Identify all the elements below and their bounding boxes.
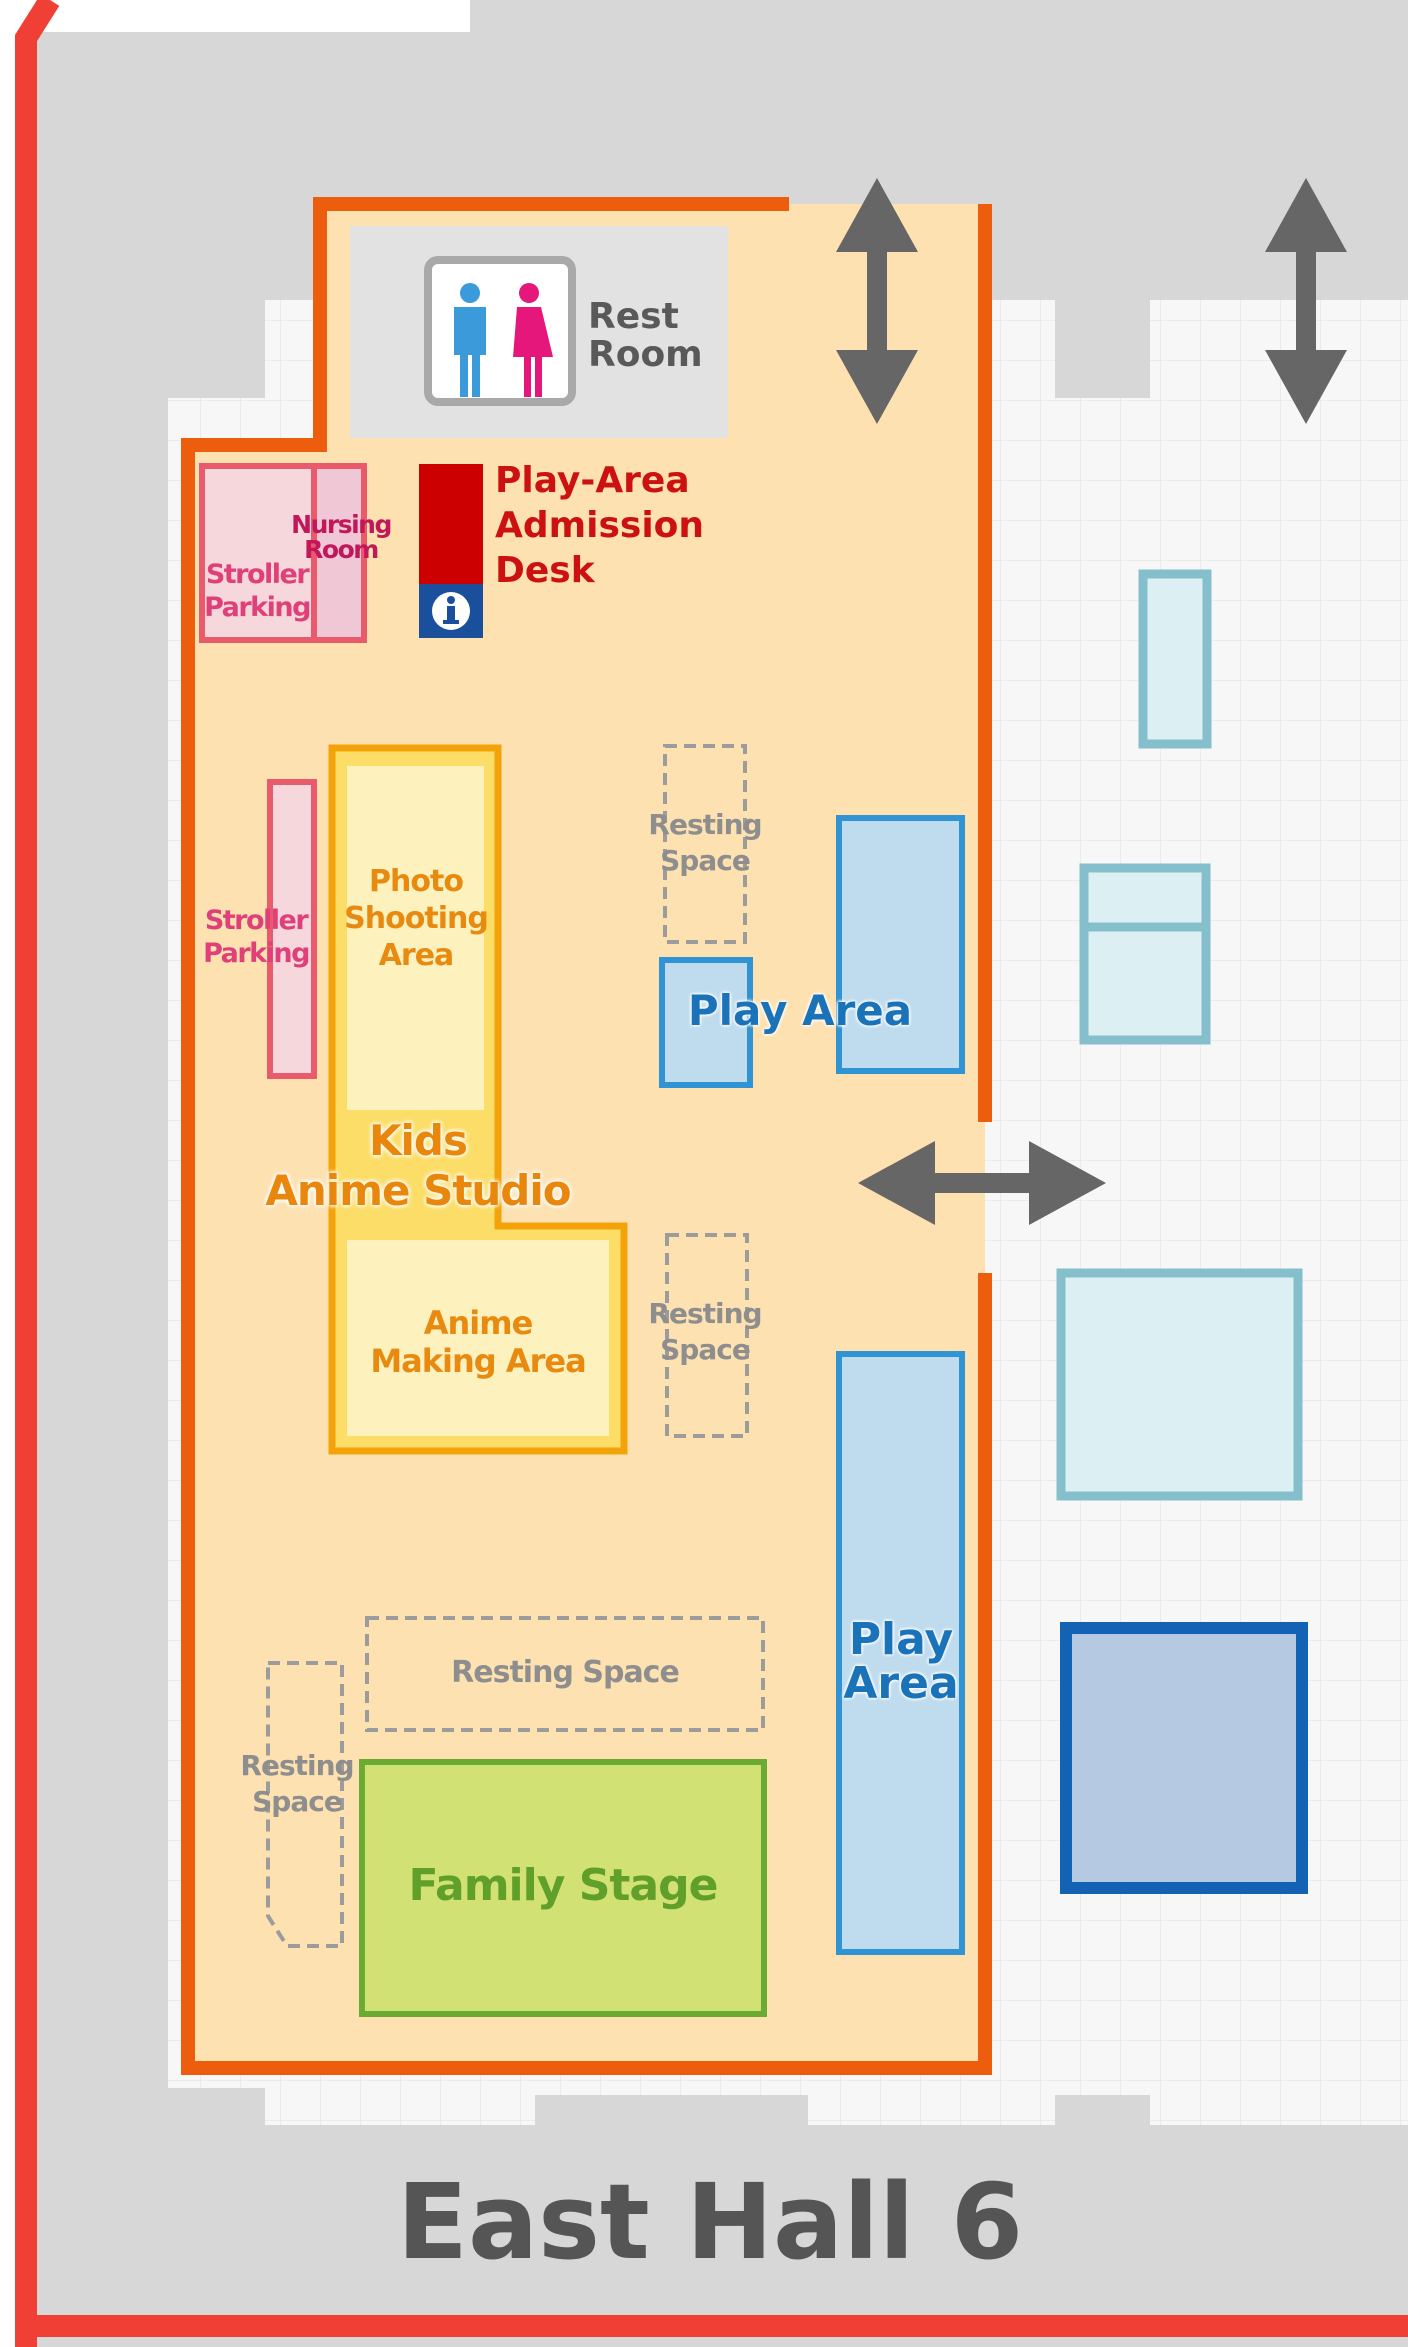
photo-area-line1: Photo — [369, 864, 464, 899]
double-arrow-vertical-icon — [1265, 178, 1347, 424]
resting-space-bottom-left-label: Resting Space — [232, 1748, 362, 1820]
stroller-parking-mid-label: Stroller Parking — [200, 904, 312, 970]
restroom-icon — [424, 256, 576, 406]
resting-space-middle-line2: Space — [660, 1333, 751, 1366]
stroller-parking-top-label: Stroller Parking — [202, 558, 312, 624]
family-stage-label: Family Stage — [408, 1860, 719, 1911]
resting-space-upper-label: Resting Space — [640, 807, 770, 879]
restroom-label: Rest Room — [588, 298, 703, 374]
stroller-parking-mid-line2: Parking — [203, 938, 310, 969]
kids-zone — [188, 204, 985, 2068]
anime-making-area-box — [347, 1240, 609, 1436]
photo-area-label: Photo Shooting Area — [334, 863, 498, 974]
restroom-label-line1: Rest — [588, 296, 679, 337]
photo-area-line3: Area — [378, 938, 455, 973]
booth-c — [1056, 1268, 1303, 1501]
resting-space-middle-label: Resting Space — [640, 1296, 770, 1368]
kids-anime-studio-label: Kids Anime Studio — [248, 1116, 588, 1216]
double-arrow-vertical-icon — [836, 178, 918, 424]
kids-anime-studio-line2: Anime Studio — [265, 1166, 571, 1215]
family-stage-box — [359, 1759, 767, 2017]
kids-zone-wall — [181, 197, 992, 2075]
stroller-parking-mid-box — [267, 779, 317, 1079]
play-area-lower-line1: Play — [848, 1614, 954, 1665]
admission-desk-block — [419, 464, 483, 584]
nursing-room-box — [311, 463, 367, 643]
resting-space-bottom-wide-box — [365, 1616, 765, 1732]
play-area-upper-label: Play Area — [687, 986, 913, 1035]
play-area-lower-line2: Area — [843, 1658, 959, 1709]
resting-space-middle-box — [665, 1233, 749, 1438]
admission-desk-line3: Desk — [495, 550, 595, 591]
resting-space-upper-box — [663, 744, 747, 944]
admission-desk-line1: Play-Area — [495, 460, 690, 501]
resting-space-upper-line2: Space — [660, 844, 751, 877]
hall-name-label: East Hall 6 — [396, 2161, 1024, 2283]
nursing-room-label: Nursing Room — [286, 512, 396, 562]
admission-desk-line2: Admission — [495, 505, 705, 546]
booth-d — [1060, 1622, 1308, 1894]
stroller-parking-top-line1: Stroller — [205, 559, 310, 590]
booth-b — [1079, 863, 1211, 1045]
nursing-room-line1: Nursing — [291, 510, 392, 539]
anime-making-area-label: Anime Making Area — [347, 1304, 609, 1380]
double-arrow-horizontal-icon — [858, 1141, 1106, 1225]
resting-space-bottom-left-box — [266, 1661, 344, 1948]
play-area-lower-label: Play Area — [826, 1618, 976, 1706]
resting-space-middle-line1: Resting — [648, 1297, 762, 1330]
admission-desk-label: Play-Area Admission Desk — [495, 458, 704, 593]
play-area-lower-box — [836, 1351, 965, 1955]
resting-space-upper-line1: Resting — [648, 808, 762, 841]
anime-making-area-line1: Anime — [423, 1304, 534, 1342]
resting-space-bottom-wide-label: Resting Space — [451, 1655, 680, 1690]
stroller-parking-top-line2: Parking — [204, 592, 311, 623]
booth-a — [1138, 569, 1212, 749]
nursing-room-line2: Room — [304, 535, 379, 564]
restroom-label-line2: Room — [588, 334, 703, 375]
play-area-upper-tall-box — [836, 815, 965, 1074]
play-area-upper-small-box — [659, 957, 753, 1088]
stroller-parking-top-box — [199, 463, 317, 643]
photo-area-line2: Shooting — [344, 901, 489, 936]
kids-anime-studio-line1: Kids — [368, 1116, 468, 1165]
photo-area-box — [347, 766, 484, 1110]
resting-space-bottom-left-line1: Resting — [240, 1749, 354, 1782]
resting-space-bottom-left-line2: Space — [252, 1785, 343, 1818]
anime-making-area-line2: Making Area — [370, 1342, 586, 1380]
info-icon — [432, 592, 470, 630]
hall-outer-wall — [14, 0, 1408, 2347]
stroller-parking-mid-line1: Stroller — [204, 905, 309, 936]
